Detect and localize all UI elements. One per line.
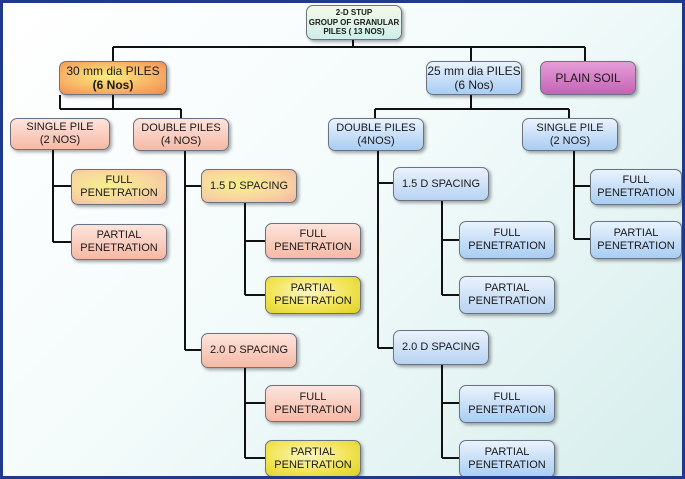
node-25mm-label: 25 mm dia PILES (6 Nos) (427, 63, 521, 92)
left-15d-full-label: FULL PENETRATION (274, 228, 352, 253)
connector-right-bus (374, 95, 570, 118)
connector-right-single (573, 151, 590, 240)
plain-soil-label: PLAIN SOIL (555, 70, 621, 85)
node-right-single-full: FULL PENETRATION (590, 169, 682, 205)
right-15d-partial-label: PARTIAL PENETRATION (468, 282, 546, 307)
node-30mm-label: 30 mm dia PILES(6 Nos) (66, 64, 159, 92)
right-single-partial-label: PARTIAL PENETRATION (597, 227, 675, 252)
node-left-20d-spacing: 2.0 D SPACING (201, 333, 297, 368)
connector-right-15 (441, 201, 459, 296)
right-single-label: SINGLE PILE (2 NOS) (536, 121, 604, 147)
connector-lines (52, 40, 590, 459)
node-25mm-piles: 25 mm dia PILES (6 Nos) (426, 61, 522, 95)
right-20d-label: 2.0 D SPACING (401, 341, 481, 354)
node-right-single-pile: SINGLE PILE (2 NOS) (522, 118, 618, 151)
connector-left-single (52, 148, 71, 243)
node-right-double-piles: DOUBLE PILES (4NOS) (328, 118, 424, 151)
left-single-label: SINGLE PILE (2 NOS) (26, 121, 94, 146)
left-15d-label: 1.5 D SPACING (209, 179, 289, 192)
node-left-15d-partial: PARTIAL PENETRATION (265, 276, 361, 314)
node-left-single-pile: SINGLE PILE (2 NOS) (10, 118, 110, 150)
node-right-15d-spacing: 1.5 D SPACING (393, 167, 489, 201)
node-left-15d-full: FULL PENETRATION (265, 223, 361, 259)
connector-right-double (377, 151, 393, 349)
left-20d-label: 2.0 D SPACING (209, 344, 289, 357)
left-15d-partial-label: PARTIAL PENETRATION (274, 282, 352, 307)
node-left-20d-partial: PARTIAL PENETRATION (265, 440, 361, 476)
connector-left-bus (59, 95, 182, 118)
left-20d-partial-label: PARTIAL PENETRATION (274, 445, 352, 471)
right-single-full-label: FULL PENETRATION (597, 174, 675, 199)
connector-left-double (184, 151, 201, 351)
node-30mm-title: 30 mm dia PILES (66, 63, 160, 78)
node-right-single-partial: PARTIAL PENETRATION (590, 221, 682, 259)
connector-left-15 (244, 203, 265, 296)
node-30mm-piles: 30 mm dia PILES(6 Nos) (59, 61, 167, 95)
right-double-label: DOUBLE PILES (4NOS) (336, 121, 416, 147)
node-right-20d-spacing: 2.0 D SPACING (393, 330, 489, 365)
node-left-single-partial: PARTIAL PENETRATION (71, 224, 167, 260)
left-single-partial-label: PARTIAL PENETRATION (80, 229, 158, 254)
root-label: 2-D STUP GROUP OF GRANULAR PILES ( 13 NO… (308, 8, 400, 37)
right-15d-full-label: FULL PENETRATION (468, 227, 546, 252)
node-plain-soil: PLAIN SOIL (540, 61, 636, 95)
root-node: 2-D STUP GROUP OF GRANULAR PILES ( 13 NO… (306, 5, 402, 40)
left-double-label: DOUBLE PILES (4 NOS) (141, 121, 221, 147)
node-left-single-full: FULL PENETRATION (71, 169, 167, 205)
node-right-15d-partial: PARTIAL PENETRATION (459, 276, 555, 314)
right-20d-full-label: FULL PENETRATION (468, 391, 546, 416)
node-right-15d-full: FULL PENETRATION (459, 221, 555, 259)
node-30mm-count: (6 Nos) (92, 78, 134, 92)
connector-right-20 (441, 365, 459, 459)
node-right-20d-partial: PARTIAL PENETRATION (459, 440, 555, 476)
node-right-20d-full: FULL PENETRATION (459, 385, 555, 423)
node-left-15d-spacing: 1.5 D SPACING (201, 169, 297, 203)
left-single-full-label: FULL PENETRATION (80, 174, 158, 199)
connector-left-20 (244, 368, 265, 459)
left-20d-full-label: FULL PENETRATION (274, 390, 352, 416)
right-15d-label: 1.5 D SPACING (401, 177, 481, 190)
right-20d-partial-label: PARTIAL PENETRATION (468, 446, 546, 471)
node-left-20d-full: FULL PENETRATION (265, 385, 361, 422)
node-left-double-piles: DOUBLE PILES (4 NOS) (133, 118, 229, 151)
